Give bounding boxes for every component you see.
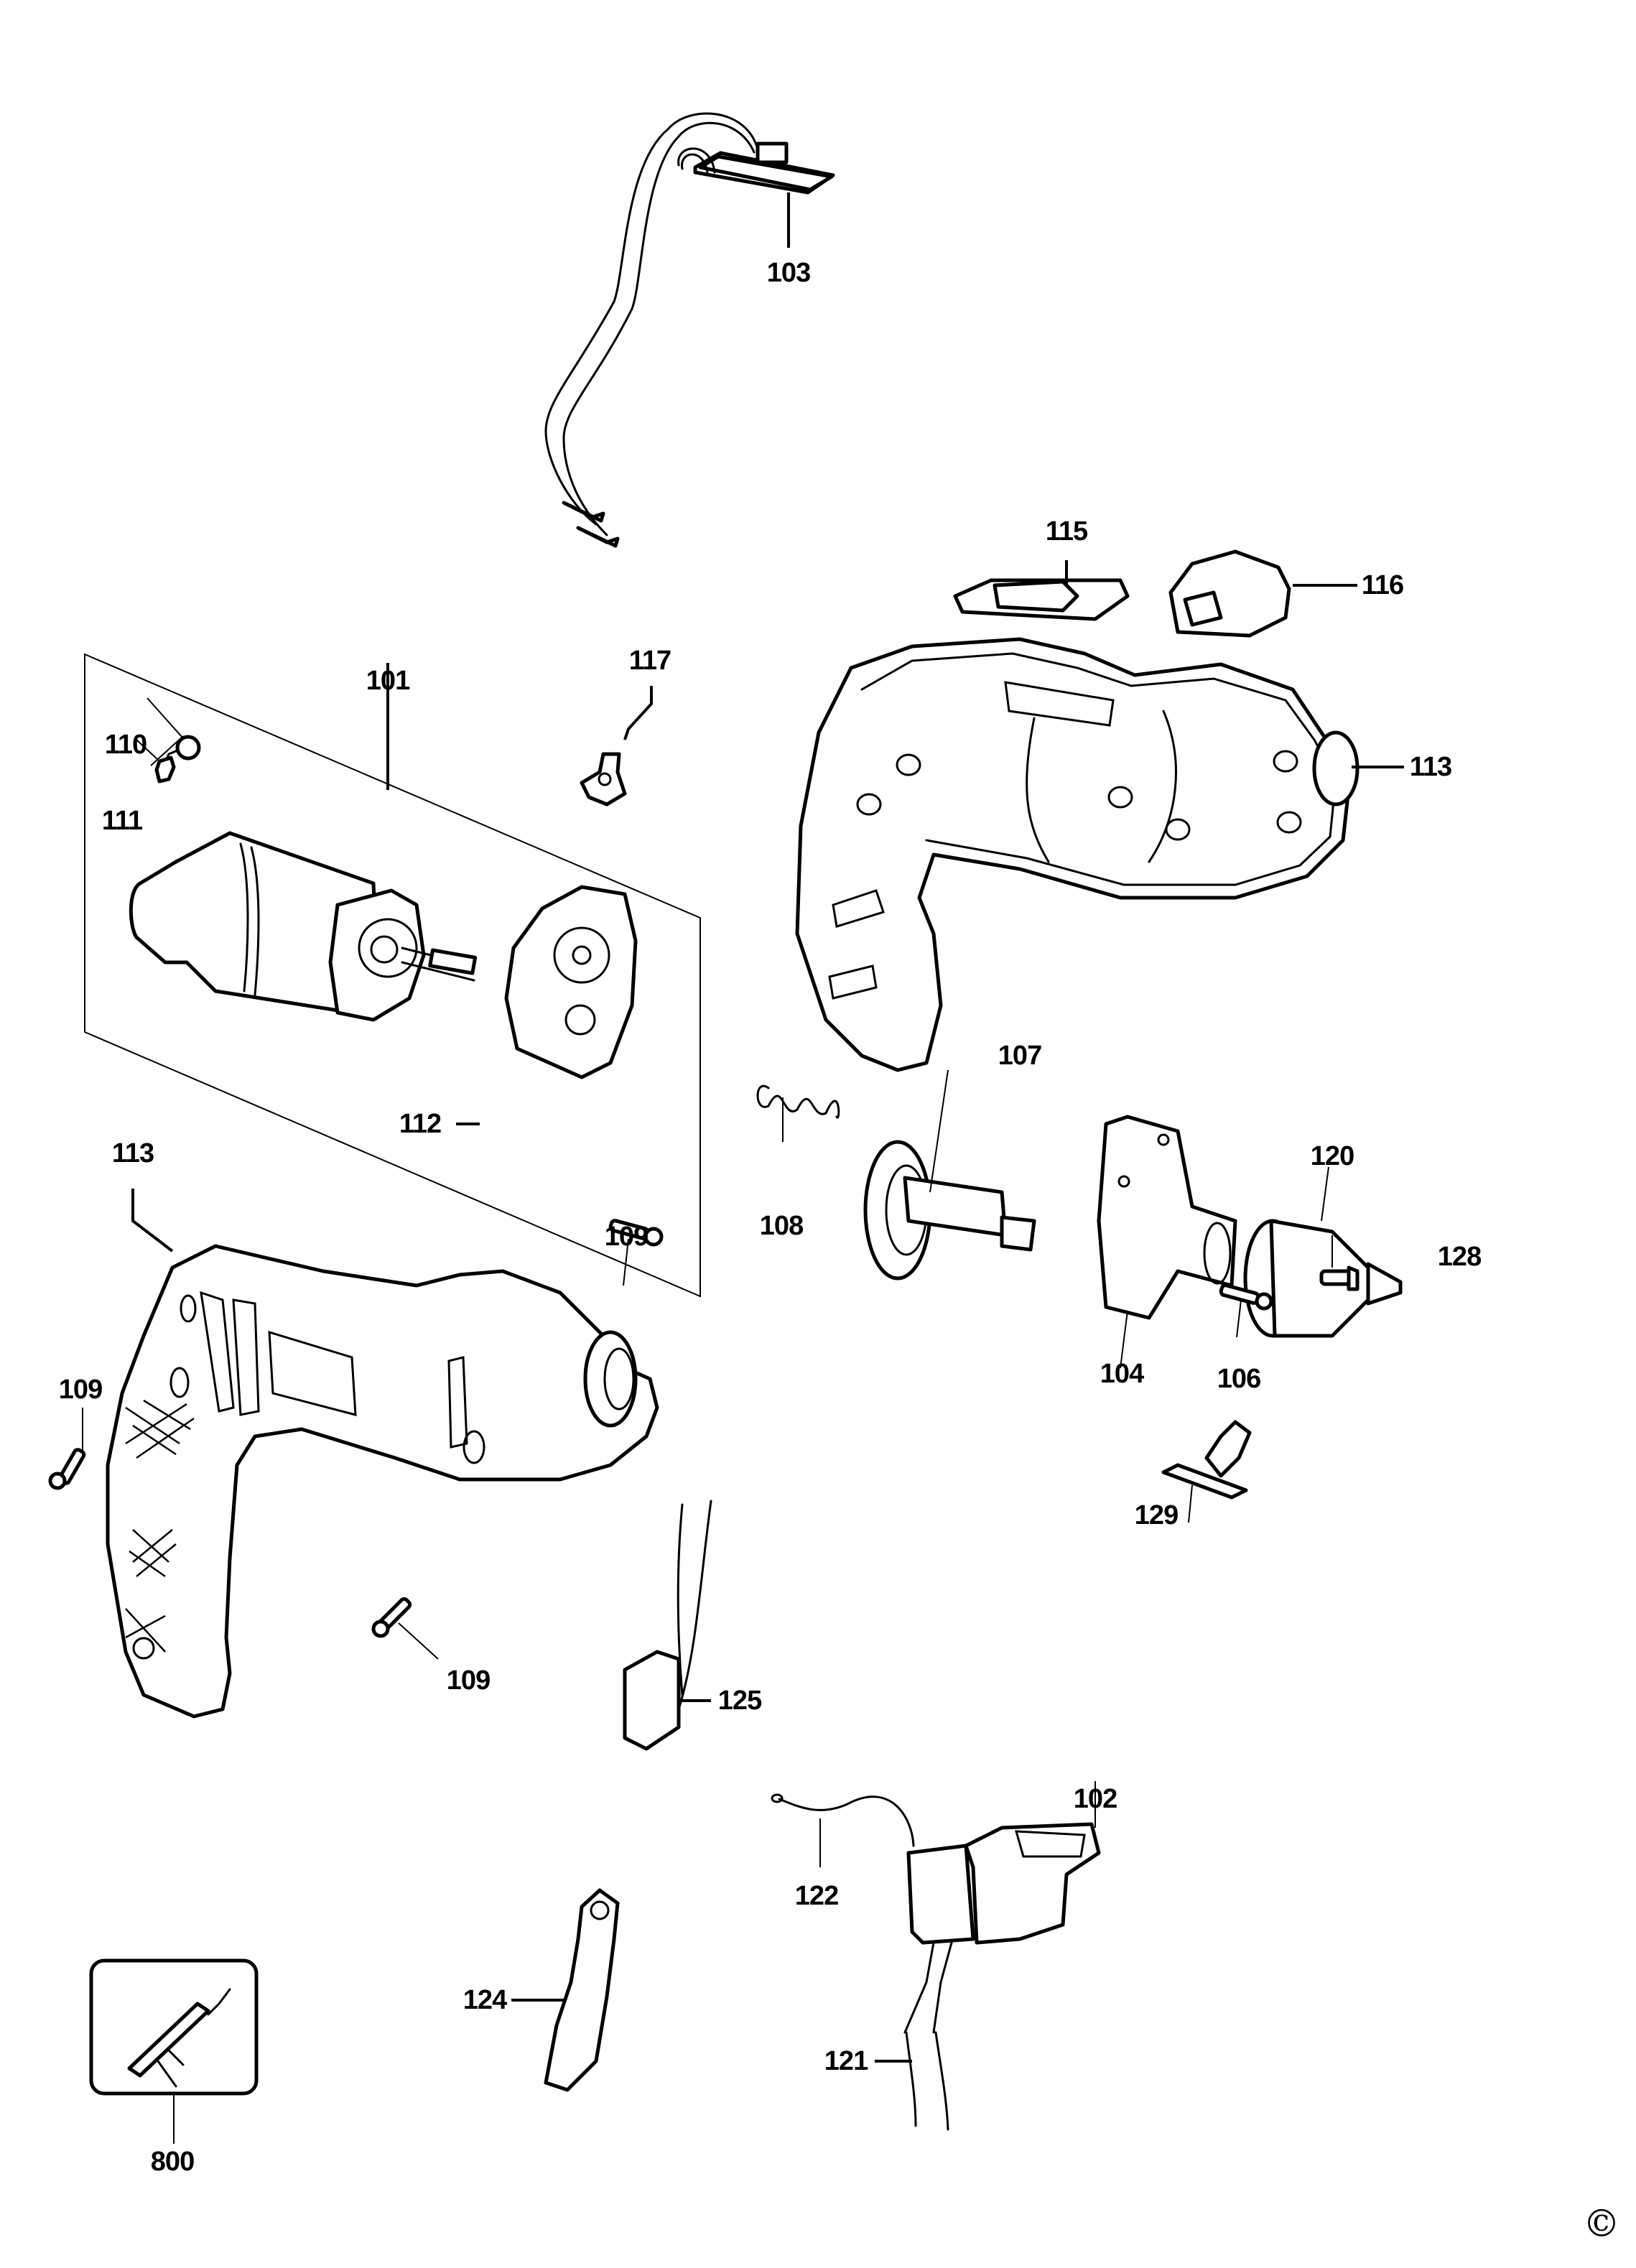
part-113-housing-outer[interactable] bbox=[106, 1189, 659, 1719]
label-110: 110 bbox=[104, 730, 147, 760]
part-101-assembly-box[interactable] bbox=[84, 653, 701, 1298]
part-109-screw-b[interactable] bbox=[48, 1408, 86, 1490]
label-101: 101 bbox=[366, 666, 410, 696]
label-112: 112 bbox=[399, 1109, 442, 1139]
label-106: 106 bbox=[1217, 1364, 1261, 1394]
part-115-selector-slider[interactable] bbox=[953, 560, 1130, 621]
label-120: 120 bbox=[1310, 1141, 1354, 1171]
part-800-accessory-box[interactable] bbox=[89, 1958, 259, 2144]
label-115: 115 bbox=[1045, 516, 1088, 547]
part-106-screw[interactable] bbox=[1219, 1283, 1273, 1338]
part-112-end-cover[interactable] bbox=[456, 885, 638, 1125]
part-120-chuck[interactable] bbox=[1243, 1166, 1403, 1338]
label-116: 116 bbox=[1361, 570, 1404, 600]
part-113-housing-inner[interactable] bbox=[795, 637, 1404, 1072]
label-109-a: 109 bbox=[604, 1222, 649, 1252]
label-122: 122 bbox=[794, 1881, 839, 1911]
part-108-spring[interactable] bbox=[756, 1084, 840, 1142]
label-102: 102 bbox=[1073, 1784, 1117, 1814]
part-109-screw-a[interactable] bbox=[608, 1219, 664, 1286]
copyright-mark: © bbox=[1583, 2203, 1620, 2246]
label-117: 117 bbox=[628, 646, 671, 676]
label-111: 111 bbox=[101, 806, 143, 836]
label-121: 121 bbox=[824, 2046, 868, 2076]
part-117-lever[interactable] bbox=[580, 686, 653, 807]
part-109-screw-c[interactable] bbox=[371, 1597, 439, 1660]
label-124: 124 bbox=[463, 1985, 507, 2015]
label-125: 125 bbox=[717, 1686, 762, 1716]
grip-texture bbox=[125, 1399, 195, 1653]
label-800: 800 bbox=[150, 2147, 195, 2177]
part-107-spindle-gear[interactable] bbox=[863, 1069, 1036, 1281]
part-102-switch[interactable] bbox=[906, 1781, 1101, 1945]
label-103: 103 bbox=[766, 258, 811, 288]
label-113-outer: 113 bbox=[111, 1138, 154, 1168]
part-125-capacitor[interactable] bbox=[623, 1500, 712, 1751]
part-116-switch-cover[interactable] bbox=[1168, 549, 1357, 638]
label-108: 108 bbox=[759, 1211, 804, 1241]
label-128: 128 bbox=[1437, 1242, 1482, 1272]
part-122-lead-wire[interactable] bbox=[771, 1793, 915, 1867]
label-113-inner: 113 bbox=[1409, 752, 1452, 782]
label-129: 129 bbox=[1134, 1500, 1179, 1530]
label-109-b: 109 bbox=[58, 1375, 103, 1405]
part-101-motor bbox=[129, 831, 478, 1022]
part-124-cord-protector[interactable] bbox=[511, 1888, 620, 2092]
part-111-carbon-brush[interactable] bbox=[136, 739, 176, 784]
part-128-screw[interactable] bbox=[1319, 1235, 1360, 1291]
label-109-c: 109 bbox=[446, 1665, 491, 1696]
part-103-electronic-module[interactable] bbox=[544, 112, 835, 548]
label-104: 104 bbox=[1100, 1359, 1144, 1389]
part-104-gear-case[interactable] bbox=[1097, 1115, 1237, 1369]
part-110-brush-spring[interactable] bbox=[147, 697, 201, 766]
label-107: 107 bbox=[998, 1041, 1042, 1071]
part-121-power-cord[interactable] bbox=[875, 1941, 953, 2131]
part-129-chuck-key[interactable] bbox=[1161, 1420, 1252, 1523]
